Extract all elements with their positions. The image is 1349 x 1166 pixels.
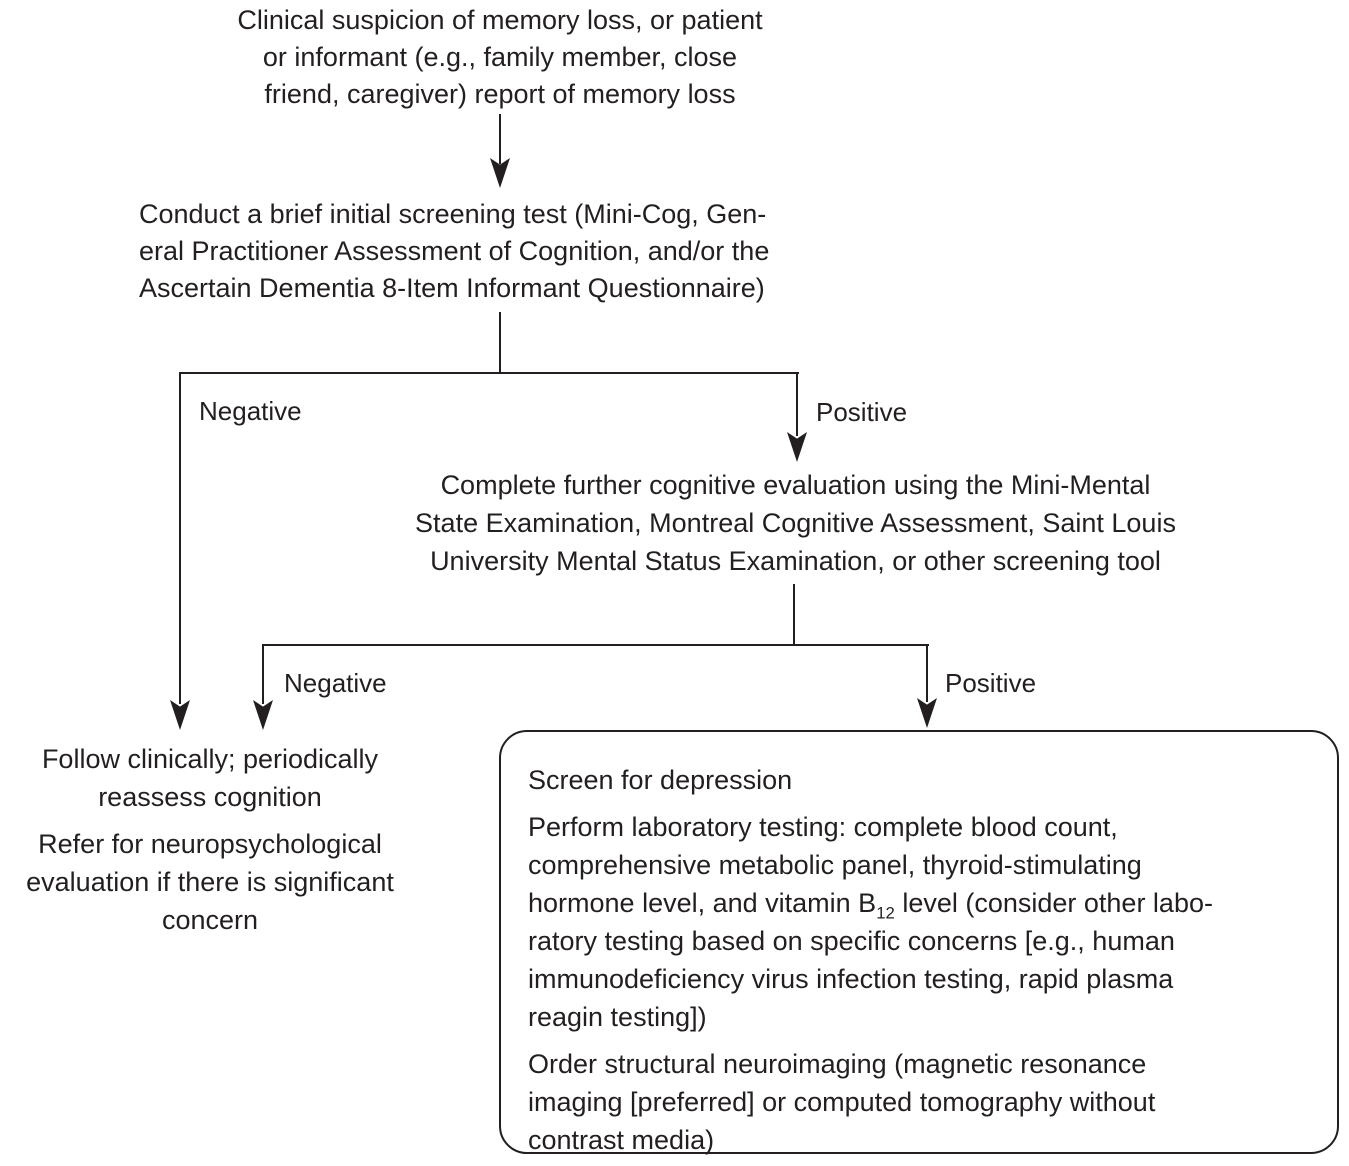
text-line: or informant (e.g., family member, close: [262, 42, 738, 72]
text-line: Clinical suspicion of memory loss, or pa…: [237, 5, 763, 35]
paragraph: Screen for depression: [528, 761, 1329, 799]
text-line: reassess cognition: [98, 782, 322, 812]
branch1-negative-label: Negative: [199, 396, 302, 426]
branch1-negative-line: [179, 372, 181, 704]
branch2-positive-label: Positive: [945, 668, 1037, 698]
text-line: friend, caregiver) report of memory loss: [264, 79, 736, 109]
branch2-negative-label: Negative: [284, 668, 387, 698]
text-line: immunodeficiency virus infection testing…: [528, 964, 1174, 994]
branch1-stem-line: [499, 312, 501, 373]
node-initial-screening: Conduct a brief initial screening test (…: [139, 196, 865, 307]
paragraph: Order structural neuroimaging (magnetic …: [528, 1045, 1329, 1159]
text-line: eral Practitioner Assessment of Cognitio…: [139, 236, 770, 266]
branch1-positive-label: Positive: [816, 397, 908, 427]
branch1-positive-line: [796, 372, 798, 436]
node-follow-clinically: Follow clinically; periodically reassess …: [0, 740, 430, 939]
paragraph: Perform laboratory testing: complete blo…: [528, 808, 1329, 1036]
arrowhead-down-icon: [170, 700, 190, 730]
text-line: Perform laboratory testing: complete blo…: [528, 812, 1118, 842]
arrowhead-down-icon: [917, 698, 937, 728]
text-line: Complete further cognitive evaluation us…: [440, 470, 1151, 500]
text-line: contrast media): [528, 1125, 715, 1155]
arrowhead-down-icon: [787, 432, 807, 462]
text-line: Follow clinically; periodically: [41, 744, 379, 774]
text-line: hormone level, and vitamin B12 level (co…: [528, 888, 1213, 923]
paragraph: Refer for neuropsychological evaluation i…: [0, 825, 430, 939]
connector-suspicion-to-screening-line: [499, 114, 501, 164]
text-line: Ascertain Dementia 8-Item Informant Ques…: [139, 273, 765, 303]
branch2-horizontal-line: [262, 644, 929, 646]
arrowhead-down-icon: [253, 700, 273, 730]
text-line: State Examination, Montreal Cognitive As…: [415, 508, 1176, 538]
text-line: Order structural neuroimaging (magnetic …: [528, 1049, 1147, 1079]
text-line: Conduct a brief initial screening test (…: [139, 199, 767, 229]
branch1-horizontal-line: [179, 372, 799, 374]
text-line: Screen for depression: [528, 765, 793, 795]
text-line: imaging [preferred] or computed tomograp…: [528, 1087, 1156, 1117]
text-line: concern: [161, 905, 259, 935]
branch2-negative-line: [262, 644, 264, 704]
text-line: Refer for neuropsychological: [38, 829, 382, 859]
branch2-positive-line: [926, 644, 928, 702]
text-line: evaluation if there is significant: [26, 867, 394, 897]
branch2-stem-line: [793, 584, 795, 646]
paragraph: Follow clinically; periodically reassess …: [0, 740, 430, 816]
node-clinical-suspicion: Clinical suspicion of memory loss, or pa…: [150, 2, 850, 113]
text-line: comprehensive metabolic panel, thyroid-s…: [528, 850, 1142, 880]
text-line: ratory testing based on specific concern…: [528, 926, 1175, 956]
text-line: University Mental Status Examination, or…: [430, 546, 1161, 576]
text-line: reagin testing]): [528, 1002, 707, 1032]
node-further-evaluation: Complete further cognitive evaluation us…: [370, 466, 1221, 580]
